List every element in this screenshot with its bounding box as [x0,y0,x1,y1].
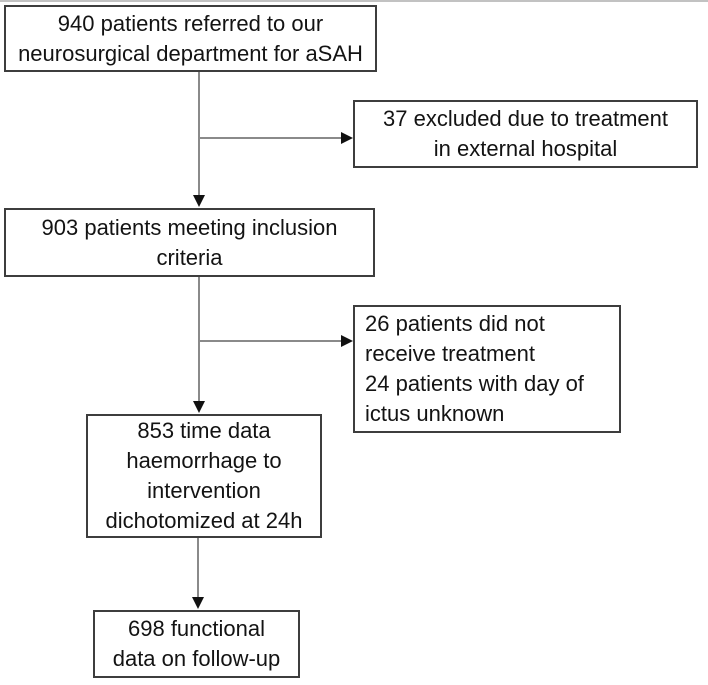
connector-branch-1 [199,137,341,139]
flow-box-inclusion-criteria: 903 patients meeting inclusion criteria [4,208,375,277]
connector-down-2 [198,277,200,402]
arrowhead-right-1-icon [341,132,353,144]
arrowhead-down-1-icon [193,195,205,207]
arrowhead-right-2-icon [341,335,353,347]
arrowhead-down-3-icon [192,597,204,609]
connector-down-1 [198,72,200,196]
figure-top-edge-line [0,0,708,2]
arrowhead-down-2-icon [193,401,205,413]
connector-branch-2 [199,340,341,342]
connector-down-3 [197,538,199,598]
flow-box-excluded-external: 37 excluded due to treatment in external… [353,100,698,168]
flow-box-follow-up: 698 functional data on follow-up [93,610,300,678]
flow-box-time-data: 853 time data haemorrhage to interventio… [86,414,322,538]
flow-box-referred: 940 patients referred to our neurosurgic… [4,5,377,72]
flow-box-excluded-no-treatment-ictus: 26 patients did not receive treatment 24… [353,305,621,433]
